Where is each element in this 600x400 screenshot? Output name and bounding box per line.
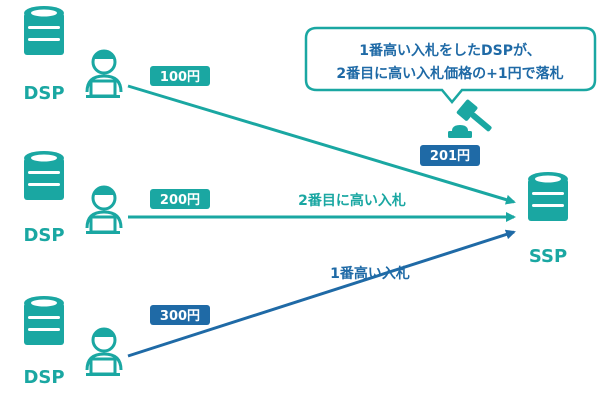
winning-price-badge: 201円 bbox=[420, 145, 480, 166]
bid-badge-2: 200円 bbox=[150, 189, 210, 209]
dsp-node-3: DSP bbox=[23, 296, 123, 388]
bid-badge-3: 300円 bbox=[150, 305, 210, 325]
dsp-label: DSP bbox=[23, 83, 64, 104]
bid-price: 300円 bbox=[160, 309, 200, 324]
dsp-label: DSP bbox=[23, 225, 64, 246]
database-icon bbox=[528, 172, 568, 221]
person-laptop-icon bbox=[84, 326, 123, 378]
person-laptop-icon bbox=[84, 184, 123, 236]
callout-line-2: 2番目に高い入札価格の+1円で落札 bbox=[336, 65, 563, 82]
bid-badge-1: 100円 bbox=[150, 66, 210, 86]
database-icon bbox=[24, 296, 64, 345]
edge-dsp3-ssp bbox=[127, 229, 516, 358]
ssp-label: SSP bbox=[529, 246, 567, 267]
callout-bubble: 1番高い入札をしたDSPが、 2番目に高い入札価格の+1円で落札 bbox=[304, 26, 597, 104]
edge-label-second-bid: 2番目に高い入札 bbox=[298, 192, 406, 209]
database-icon bbox=[24, 6, 64, 55]
winning-price: 201円 bbox=[430, 149, 470, 164]
bid-price: 100円 bbox=[160, 70, 200, 85]
bid-price: 200円 bbox=[160, 193, 200, 208]
ssp-node: SSP bbox=[528, 172, 568, 267]
callout-line-1: 1番高い入札をしたDSPが、 bbox=[359, 42, 540, 59]
gavel-icon bbox=[448, 99, 492, 138]
dsp-node-1: DSP bbox=[23, 6, 123, 104]
dsp-node-2: DSP bbox=[23, 151, 123, 246]
edge-label-top-bid: 1番高い入札 bbox=[330, 265, 410, 282]
edge-dsp1-ssp bbox=[127, 84, 516, 205]
database-icon bbox=[24, 151, 64, 200]
person-laptop-icon bbox=[84, 48, 123, 100]
dsp-label: DSP bbox=[23, 367, 64, 388]
